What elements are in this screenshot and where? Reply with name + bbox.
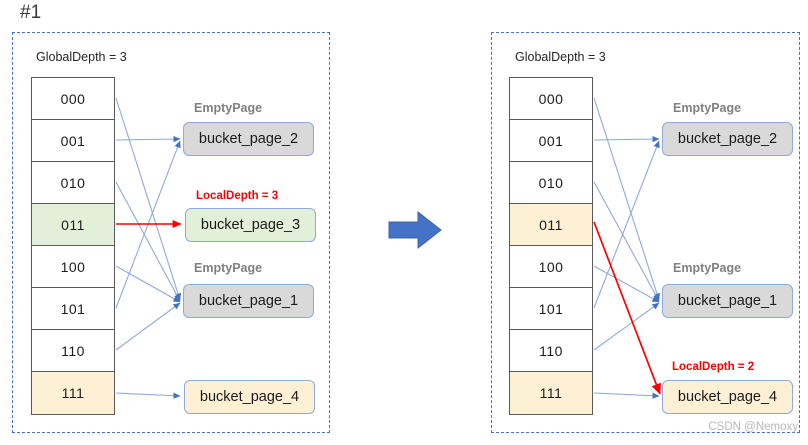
transition-right-arrow-icon: [388, 210, 442, 250]
right-dir-row-001[interactable]: 001: [510, 120, 592, 162]
left-bucket-page-4[interactable]: bucket_page_4: [184, 380, 315, 414]
right-caption-localdepth-bucket4: LocalDepth = 2: [672, 361, 755, 373]
left-dir-row-101[interactable]: 101: [32, 288, 114, 330]
right-bucket-page-1[interactable]: bucket_page_1: [662, 284, 793, 318]
right-caption-emptypage-bucket2: EmptyPage: [673, 101, 742, 115]
left-dir-row-000[interactable]: 000: [32, 78, 114, 120]
left-global-depth-label: GlobalDepth = 3: [36, 50, 127, 64]
left-caption-localdepth-bucket3: LocalDepth = 3: [196, 190, 279, 202]
right-dir-row-011[interactable]: 011: [510, 204, 592, 246]
right-dir-row-101[interactable]: 101: [510, 288, 592, 330]
left-caption-emptypage-bucket2: EmptyPage: [194, 101, 263, 115]
right-dir-row-100[interactable]: 100: [510, 246, 592, 288]
left-dir-row-010[interactable]: 010: [32, 162, 114, 204]
right-global-depth-label: GlobalDepth = 3: [515, 50, 606, 64]
left-caption-emptypage-bucket1: EmptyPage: [194, 261, 263, 275]
left-dir-row-011[interactable]: 011: [32, 204, 114, 246]
right-dir-row-111[interactable]: 111: [510, 372, 592, 414]
left-dir-row-100[interactable]: 100: [32, 246, 114, 288]
right-bucket-page-4[interactable]: bucket_page_4: [662, 380, 793, 414]
left-bucket-page-3[interactable]: bucket_page_3: [185, 208, 316, 242]
right-dir-row-110[interactable]: 110: [510, 330, 592, 372]
right-dir-row-000[interactable]: 000: [510, 78, 592, 120]
left-dir-row-110[interactable]: 110: [32, 330, 114, 372]
csdn-watermark: CSDN @Nemoxy: [708, 421, 798, 433]
left-directory-table: 000 001 010 011 100 101 110 111: [31, 77, 115, 415]
right-bucket-page-2[interactable]: bucket_page_2: [662, 122, 793, 156]
right-dir-row-010[interactable]: 010: [510, 162, 592, 204]
left-dir-row-111[interactable]: 111: [32, 372, 114, 414]
left-dir-row-001[interactable]: 001: [32, 120, 114, 162]
step-label: #1: [20, 2, 42, 23]
right-directory-table: 000 001 010 011 100 101 110 111: [509, 77, 593, 415]
left-bucket-page-2[interactable]: bucket_page_2: [183, 122, 314, 156]
right-caption-emptypage-bucket1: EmptyPage: [673, 261, 742, 275]
left-bucket-page-1[interactable]: bucket_page_1: [183, 284, 314, 318]
